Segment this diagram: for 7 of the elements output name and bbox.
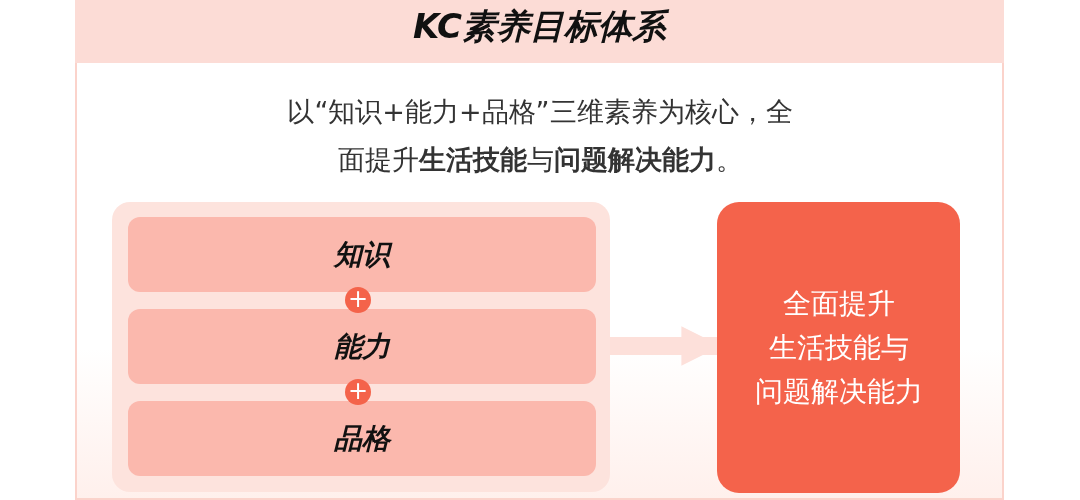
group-panel bbox=[112, 202, 610, 492]
item-box: 知识 bbox=[128, 217, 596, 292]
title: KC素养目标体系 bbox=[411, 5, 670, 48]
item-box: 能力 bbox=[128, 309, 596, 384]
item-box: 品格 bbox=[128, 401, 596, 476]
subtitle: 以“知识+能力+品格”三维素养为核心，全面提升生活技能与问题解决能力。 bbox=[286, 95, 794, 177]
result-box: 全面提升 生活技能与 问题解决能力 bbox=[717, 202, 960, 493]
